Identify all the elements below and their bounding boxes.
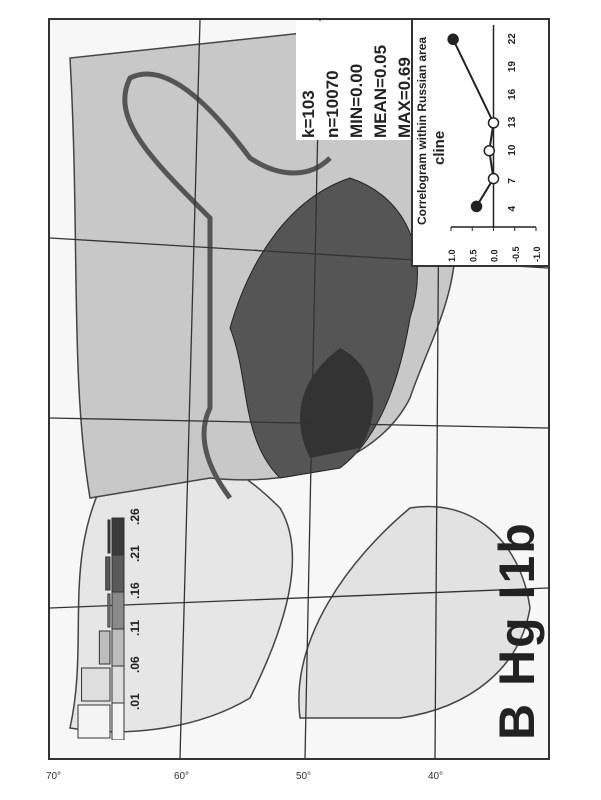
correlogram-point [487,117,500,129]
x-tick-label: 22 [507,33,518,45]
map-figure: 70° 60° 50° 40° .01 .06 .11 .16 .21 .26 … [46,18,550,782]
y-tick-label: -0.5 [511,246,521,262]
latitude-label-40: 40° [427,770,444,782]
correlogram-point [470,200,483,213]
figure-label: B [489,701,545,740]
legend-tick: .21 [128,545,142,562]
y-tick-label: 0.5 [468,249,478,262]
marker-name: Hg I1b [489,521,545,686]
legend-histogram-bar [107,519,111,554]
legend-color-swatch [111,665,125,704]
land-europe-north [69,448,294,733]
x-tick-label: 10 [507,144,518,156]
legend-histogram-bar [105,556,111,591]
legend-histogram-bar [98,630,111,665]
correlogram: Correlogram within Russian area cline 1.… [411,18,550,267]
legend-tick: .26 [128,508,142,525]
legend-color-swatch [111,591,125,630]
legend-color-swatch [111,702,125,740]
figure-title: B Hg I1b [488,521,546,740]
legend-tick: .11 [128,619,142,636]
latitude-label-60: 60° [173,770,190,782]
land-europe-south [298,505,531,719]
x-tick-label: 4 [507,205,518,211]
legend-color-swatch [111,517,125,556]
frequency-map [50,20,548,758]
correlogram-point [483,144,495,157]
graticule [50,20,548,758]
latitude-label-70: 70° [45,770,62,782]
stat-min: MIN=0.00 [347,63,366,138]
stat-n: n=10070 [323,70,342,138]
y-tick-label: 1.0 [447,249,457,262]
map-frame [48,18,550,760]
legend-histogram-bar [107,593,111,628]
legend-color-swatch [111,554,125,593]
stat-mean: MEAN=0.05 [371,44,390,138]
correlogram-line [452,38,495,207]
correlogram-point [447,33,459,46]
statistics-box: k=103 n=10070 MIN=0.00 MEAN=0.05 MAX=0.6… [296,21,418,140]
legend-tick: .16 [128,582,142,599]
frequency-legend: .01 .06 .11 .16 .21 .26 [76,505,156,740]
y-tick-label: -1.0 [532,246,542,262]
legend-tick: .06 [128,656,142,673]
legend-tick: .01 [128,693,142,710]
latitude-label-50: 50° [295,770,312,782]
correlogram-point [487,172,500,185]
legend-color-swatch [111,628,125,667]
legend-histogram-bar [81,667,111,702]
x-tick-label: 16 [507,88,518,100]
y-tick-label: 0.0 [490,249,500,262]
x-tick-label: 13 [507,116,518,128]
stat-k: k=103 [299,90,318,138]
legend-histogram-bar [77,704,111,739]
x-tick-label: 19 [507,61,518,73]
peak-frequency-core [300,348,374,458]
x-tick-label: 7 [507,178,518,184]
russian-area-boundary [122,71,332,500]
